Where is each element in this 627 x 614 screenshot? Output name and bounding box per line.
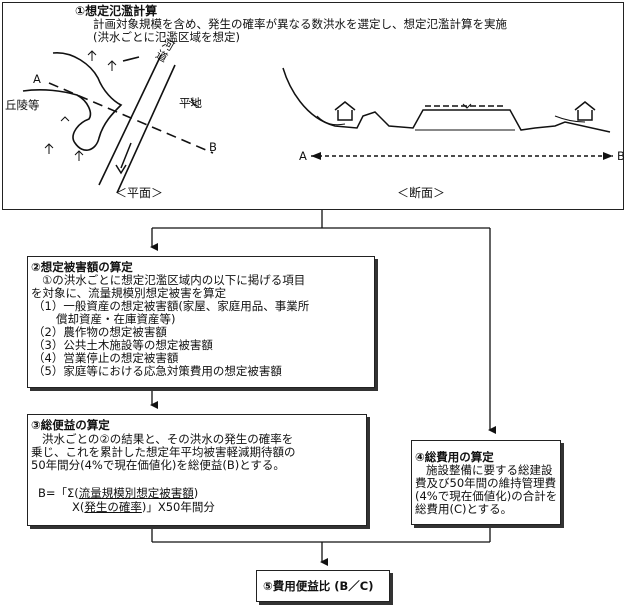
plan-label-hills: 丘陵等 [5,98,40,112]
plan-caption: ＜平面＞ [115,186,164,200]
step1-line2: (洪水ごとに氾濫区域を想定) [93,30,240,44]
step2-item: 償却資産・在庫資産等) [56,312,176,326]
ground-profile [282,67,611,133]
section-label-A: A [299,149,307,163]
section-view-sketch [282,67,613,160]
plan-label-plain: 平地 [179,96,202,110]
plan-view-sketch [22,50,214,194]
river-bank-left [98,54,162,186]
step2-item: （1）一般資産の想定被害額(家屋、家庭用品、事業所 [33,299,310,313]
formula2-prefix: X( [72,500,85,514]
formula-line-1: B=「Σ(流量規模別想定被害額) [38,487,198,500]
step2-item: （2）農作物の想定被害額 [33,325,167,339]
step4-line: 費及び50年間の維持管理費 [415,476,557,490]
step2-line: ①の洪水ごとに想定氾濫区域内の以下に掲げる項目 [42,273,306,287]
formula1-prefix: B=「Σ( [38,486,79,500]
step3-line: 50年間分(4%で現在価値化)を総便益(B)とする。 [31,458,285,472]
plan-label-A: A [33,72,41,86]
step5-box: ⑤費用便益比 (B／C) [256,570,390,602]
section-label-B: B [617,149,625,163]
house-right [574,101,596,121]
formula1-suffix: ) [193,486,199,500]
step2-item: （4）営業停止の想定被害額 [33,351,179,365]
section-caption: ＜断面＞ [397,186,446,200]
step3-line: 洪水ごとの②の結果と、その洪水の発生の確率を [42,432,294,446]
step3-title: ③総便益の算定 [31,418,110,432]
step3-box: ③総便益の算定 洪水ごとの②の結果と、その洪水の発生の確率を 乗じ、これを累計し… [27,414,367,526]
formula1-term: 流量規模別想定被害額 [78,486,194,500]
formula2-suffix: )」X50年間分 [141,500,215,514]
formula2-term: 発生の確率 [84,500,142,514]
section-line-AB [48,82,214,154]
step1-box: ①想定氾濫計算 計画対象規模を含め、発生の確率が異なる数洪水を選定し、想定氾濫計… [2,2,625,210]
step4-line: (4%で現在価値化)の合計を [415,489,558,503]
step5-label: ⑤費用便益比 (B／C) [263,579,374,593]
step2-title: ②想定被害額の算定 [31,260,133,274]
step1-title: ①想定氾濫計算 [75,4,158,18]
step4-line: 総費用(C)とする。 [415,502,513,516]
step4-line: 施設整備に要する総建設 [426,463,553,477]
plan-label-B: B [209,140,217,154]
step2-box: ②想定被害額の算定 ①の洪水ごとに想定氾濫区域内の以下に掲げる項目 を対象に、流… [27,256,375,388]
step3-line: 乗じ、これを累計した想定年平均被害軽減期待額の [31,445,296,459]
step4-box: ④総費用の算定 施設整備に要する総建設 費及び50年間の維持管理費 (4%で現在… [411,440,561,525]
formula-line-2: X(発生の確率)」X50年間分 [72,501,215,514]
step1-line1: 計画対象規模を含め、発生の確率が異なる数洪水を選定し、想定氾濫計算を実施 [93,17,507,31]
step4-title: ④総費用の算定 [415,450,494,464]
house-left [334,101,356,121]
step2-item: （3）公共土木施設等の想定被害額 [33,338,213,352]
river-bank-right [116,64,176,194]
step2-item: （5）家庭等における応急対策費用の想定被害額 [33,364,282,378]
step2-line: を対象に、流量規模別想定被害を算定 [31,286,227,300]
